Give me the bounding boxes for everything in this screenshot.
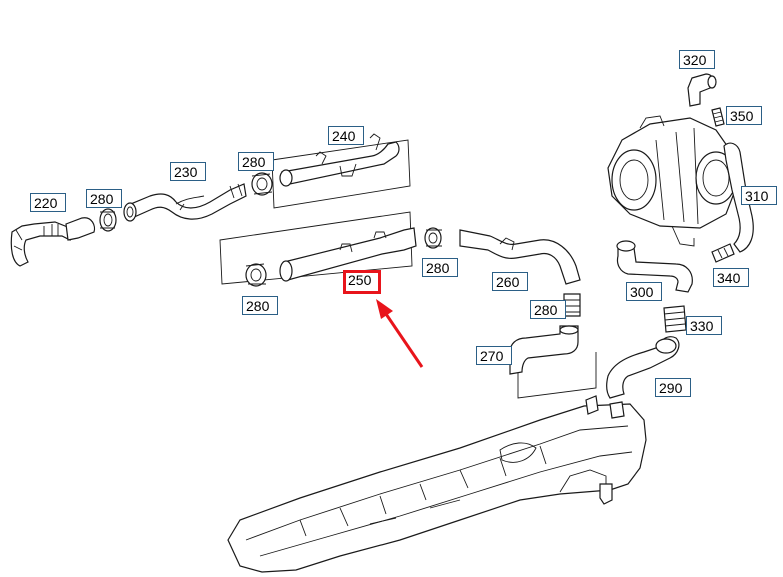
callout-280-d[interactable]: 280 bbox=[422, 258, 458, 277]
housing-assembly bbox=[607, 115, 737, 247]
clamp-280-a bbox=[99, 208, 117, 232]
callout-250[interactable]: 250 bbox=[343, 270, 381, 294]
clamp-280-d bbox=[424, 227, 442, 249]
callout-230[interactable]: 230 bbox=[170, 162, 206, 181]
part-240 bbox=[271, 133, 411, 209]
callout-270[interactable]: 270 bbox=[476, 346, 512, 365]
clamp-280-b bbox=[251, 172, 273, 196]
hose-290 bbox=[606, 336, 680, 399]
callout-300[interactable]: 300 bbox=[626, 282, 662, 301]
clamp-280-e bbox=[563, 293, 581, 317]
callout-280-e[interactable]: 280 bbox=[530, 300, 566, 319]
clamp-280-c bbox=[245, 263, 267, 287]
screw-340 bbox=[711, 243, 735, 263]
callout-220[interactable]: 220 bbox=[30, 193, 66, 212]
part-250 bbox=[219, 211, 417, 285]
callout-340[interactable]: 340 bbox=[713, 268, 749, 287]
fitting-330 bbox=[663, 305, 687, 333]
callout-330[interactable]: 330 bbox=[686, 316, 722, 335]
callout-240[interactable]: 240 bbox=[328, 126, 364, 145]
hose-260 bbox=[459, 229, 581, 285]
callout-290[interactable]: 290 bbox=[655, 378, 691, 397]
callout-280-b[interactable]: 280 bbox=[238, 152, 274, 171]
callout-280-c[interactable]: 280 bbox=[242, 296, 278, 315]
hose-220 bbox=[10, 217, 96, 267]
hose-310 bbox=[723, 142, 754, 253]
screw-350 bbox=[711, 107, 725, 127]
callout-280-a[interactable]: 280 bbox=[86, 189, 122, 208]
callout-310[interactable]: 310 bbox=[741, 186, 777, 205]
callout-350[interactable]: 350 bbox=[726, 106, 762, 125]
oil-pan bbox=[227, 395, 647, 573]
hose-270 bbox=[509, 325, 597, 399]
pipe-300 bbox=[616, 240, 693, 293]
callout-260[interactable]: 260 bbox=[492, 272, 528, 291]
highlight-arrow bbox=[376, 299, 424, 368]
hose-230 bbox=[123, 183, 247, 222]
fitting-320 bbox=[687, 73, 717, 107]
callout-320[interactable]: 320 bbox=[679, 50, 715, 69]
